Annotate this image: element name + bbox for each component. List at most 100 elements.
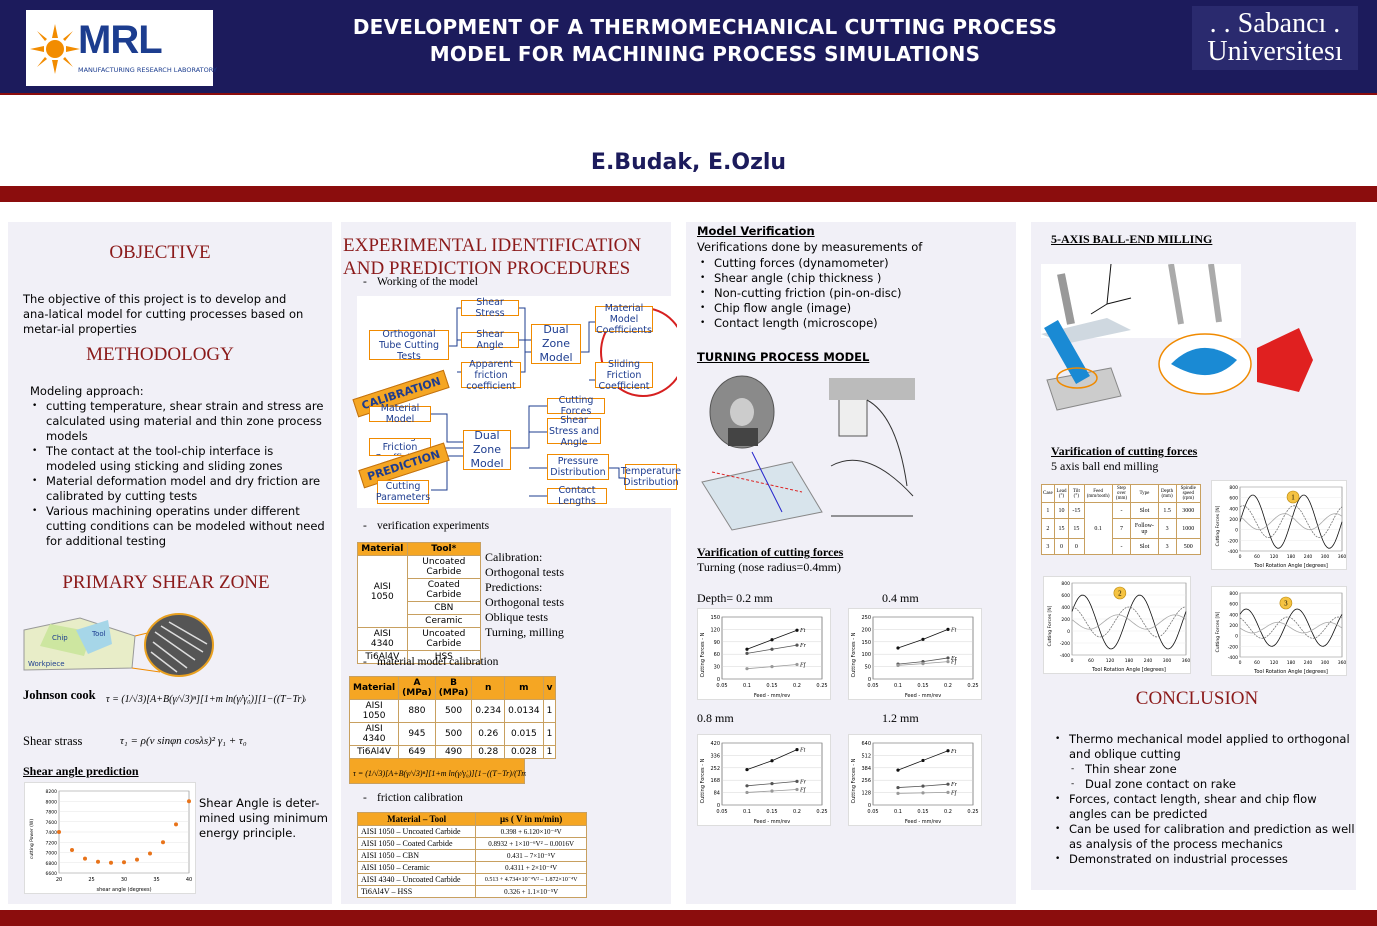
series-label: Ft (950, 627, 957, 633)
data-point (795, 787, 799, 792)
list-item: Contact length (microscope) (698, 316, 902, 331)
x-tick-label: 60 (1088, 658, 1094, 664)
johnson-cook-label: Johnson cook (23, 688, 96, 702)
table-header: μs ( V in m/min) (475, 812, 587, 826)
table-header: Feed (mm/tooth) (1083, 484, 1113, 503)
logo-subtitle: MANUFACTURING RESEARCH LABORATORY (78, 66, 217, 74)
table-cell: AISI 4340 (357, 627, 408, 651)
data-point (745, 790, 749, 795)
series-label: Ft (799, 748, 806, 754)
conclusion-list: Thermo mechanical model applied to ortho… (1053, 732, 1355, 867)
series-label: Ff (799, 787, 807, 794)
poster-title: DEVELOPMENT OF A THERMOMECHANICAL CUTTIN… (300, 14, 1110, 68)
x-tick-label: 25 (88, 877, 94, 883)
sun-icon (30, 24, 80, 74)
conclusion-title: CONCLUSION (1135, 688, 1259, 709)
note-line: Turning, milling (485, 625, 564, 639)
list-item: The contact at the tool-chip interface i… (30, 444, 325, 474)
x-tick-label: 0.1 (894, 683, 902, 689)
table-cell: CBN (406, 601, 482, 615)
table-cell: 945 (398, 722, 436, 746)
force-curve (1239, 505, 1343, 539)
x-tick-label: 360 (1182, 658, 1191, 664)
table-cell: Ti6Al4V (348, 745, 400, 759)
force-curve (1071, 614, 1187, 630)
table-cell: Slot (1130, 538, 1159, 555)
vcf-title-col4: Varification of cutting forces (1051, 444, 1198, 458)
table-cell: 1 (542, 699, 557, 723)
list-item: Dual zone contact on rake (1069, 777, 1355, 792)
series-label: Ft (799, 628, 806, 634)
y-axis-label: Cutting Forces - N (700, 758, 706, 803)
plot-area (872, 742, 974, 806)
data-point (896, 768, 900, 772)
table-cell: 0.1 (1083, 502, 1113, 555)
x-tick-label: 0.15 (766, 809, 777, 815)
data-point (770, 781, 774, 786)
series-label: Ff (950, 659, 958, 666)
shear-stress-equation: τ₁ = ρ(v sinφn cosλs)² γ₁ + τ₀ (120, 735, 247, 747)
y-tick-label: 7000 (46, 851, 58, 857)
data-point (946, 749, 950, 753)
experimental-title-line-1: EXPERIMENTAL IDENTIFICATION (343, 235, 642, 256)
data-point (946, 660, 950, 664)
x-tick-label: 240 (1144, 658, 1153, 664)
table-header: Tilt (°) (1068, 484, 1085, 503)
force-curve (1071, 606, 1187, 638)
y-tick-label: 0 (1235, 634, 1238, 640)
table-cell: Uncoated Carbide (406, 627, 482, 651)
flow-pressure: Pressure Distribution (547, 454, 609, 480)
milling-case-table: Case Lead (°) Tilt (°) Feed (mm/tooth) S… (1041, 484, 1202, 555)
verification-label-text: verification experiments (361, 520, 489, 532)
svg-text:τ = (1/√3)[A+B(γ/√3)ⁿ][1+m ln(: τ = (1/√3)[A+B(γ/√3)ⁿ][1+m ln(γ̇/γ̇₀)][1… (106, 694, 306, 705)
y-tick-label: -200 (1060, 641, 1070, 647)
y-axis-label: Cutting Forces [N] (1047, 605, 1053, 646)
y-tick-label: 120 (710, 627, 720, 633)
x-tick-label: 0.2 (793, 683, 801, 689)
table-cell: 1 (1041, 502, 1055, 519)
data-point (795, 748, 799, 752)
flow-cutting-forces: Cutting Forces (547, 395, 605, 417)
data-point (161, 840, 165, 845)
list-item: Cutting forces (dynamometer) (698, 256, 902, 271)
material-equation: τ = (1/√3)[A+B(γ/√3)ⁿ][1+m ln(γ̇/γ̇₀)][1… (349, 758, 550, 784)
y-tick-label: 600 (1229, 496, 1238, 502)
y-tick-label: 7600 (46, 820, 58, 826)
flow-cutting-parameters: Cutting Parameters (375, 480, 431, 504)
data-point (896, 646, 900, 650)
table-header: Depth (mm) (1157, 484, 1177, 503)
x-axis-label: shear angle (degrees) (96, 887, 151, 893)
micrograph-image (144, 613, 214, 677)
table-cell: -15 (1068, 502, 1085, 519)
johnson-cook-equation: τ = (1/√3)[A+B(γ/√3)ⁿ][1+m ln(γ̇/γ̇₀)][1… (106, 694, 306, 705)
data-point (795, 628, 799, 632)
flow-material-coefficients: Material Model Coefficients (595, 302, 653, 336)
x-tick-label: 120 (1270, 660, 1279, 666)
note-line: Oblique tests (485, 610, 548, 624)
x-tick-label: 0.1 (894, 809, 902, 815)
data-point (896, 791, 900, 795)
x-axis-label: Feed - mm/rev (754, 693, 790, 699)
x-axis-label: Tool Rotation Angle [degrees] (1253, 669, 1328, 675)
y-tick-label: 640 (861, 741, 871, 747)
mrl-logo: MRL MANUFACTURING RESEARCH LABORATORY (26, 10, 217, 86)
y-axis-label: Cutting Forces - N (851, 758, 857, 803)
table-cell: 0.326 + 1.1×10⁻⁵V (475, 885, 587, 898)
force-curve (1239, 494, 1343, 549)
table-cell: 880 (398, 699, 436, 723)
table-cell: 0.513 + 4.734×10⁻⁴V² – 1.872×10⁻⁴V (475, 873, 587, 886)
table-cell: 7 (1111, 518, 1132, 539)
series-label: Ff (799, 662, 807, 669)
y-tick-label: 0 (1067, 629, 1070, 635)
diagram-label-workpiece: Workpiece (28, 660, 65, 668)
y-axis-label: Cutting Forces [N] (1215, 505, 1221, 546)
table-cell: 15 (1053, 518, 1070, 539)
y-tick-label: 8000 (46, 799, 58, 805)
model-verification-intro: Verifications done by measurements of (697, 240, 923, 254)
table-cell: 3 (1041, 538, 1055, 555)
data-point (795, 643, 799, 647)
